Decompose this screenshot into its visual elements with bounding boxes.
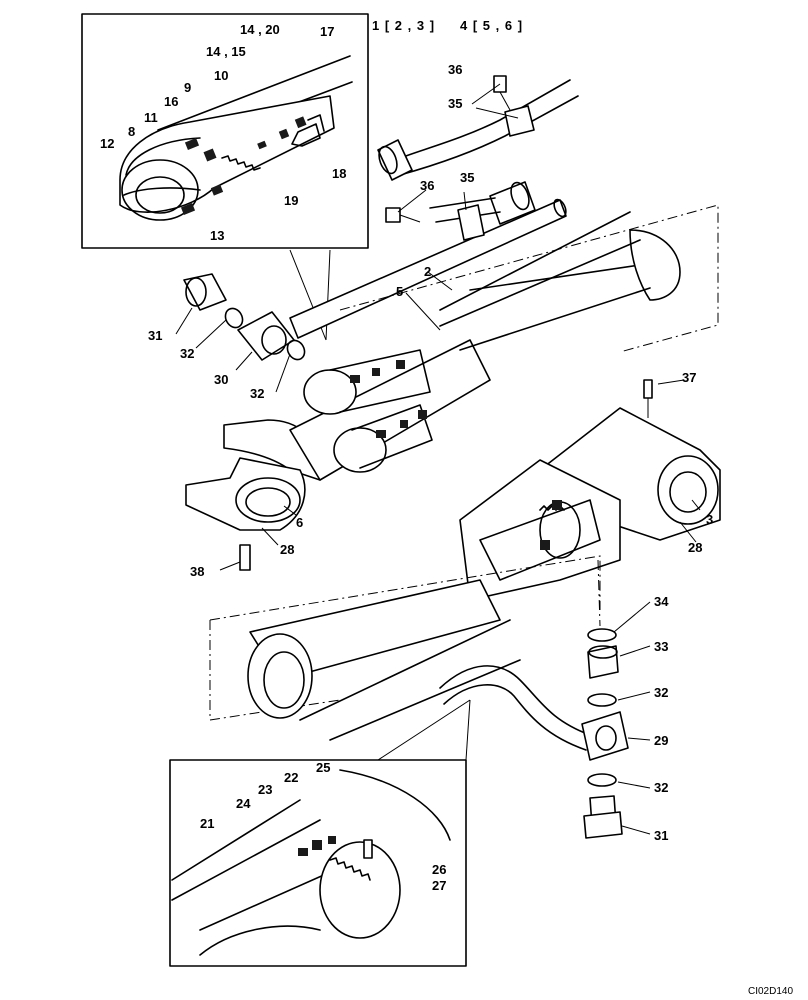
upper-hose-assembly — [377, 75, 579, 241]
callout-22: 22 — [284, 770, 298, 785]
callout-21: 21 — [200, 816, 214, 831]
callout-36-top: 36 — [448, 62, 462, 77]
callout-25: 25 — [316, 760, 330, 775]
callout-19: 19 — [284, 193, 298, 208]
callout-32-c: 32 — [654, 685, 668, 700]
callout-17: 17 — [320, 24, 334, 39]
callout-5: 5 — [396, 284, 403, 299]
callout-6: 6 — [296, 515, 303, 530]
callout-32-b: 32 — [250, 386, 264, 401]
callout-36-mid: 36 — [420, 178, 434, 193]
callout-27: 27 — [432, 878, 446, 893]
callout-32-a: 32 — [180, 346, 194, 361]
callout-30: 30 — [214, 372, 228, 387]
callout-35-mid: 35 — [460, 170, 474, 185]
cylinder-tube-upper — [339, 204, 719, 353]
fittings-right — [239, 544, 623, 839]
callout-26: 26 — [432, 862, 446, 877]
callout-14-20: 14 , 20 — [240, 22, 280, 37]
callout-14-15: 14 , 15 — [206, 44, 246, 59]
callout-10: 10 — [214, 68, 228, 83]
callout-28-right: 28 — [688, 540, 702, 555]
lower-hose-assembly — [439, 665, 629, 761]
callout-32-d: 32 — [654, 780, 668, 795]
fittings-left — [183, 273, 306, 361]
header-group-2: 4 [ 5 , 6 ] — [460, 18, 523, 33]
drawing-code: CI02D140 — [748, 986, 793, 997]
callout-3: 3 — [706, 512, 713, 527]
piston-rod-assembly — [185, 198, 567, 531]
callout-33: 33 — [654, 639, 668, 654]
callout-29: 29 — [654, 733, 668, 748]
callout-18: 18 — [332, 166, 346, 181]
callout-23: 23 — [258, 782, 272, 797]
callout-34: 34 — [654, 594, 669, 609]
callout-labels: 2 3 5 6 8 9 10 11 12 13 14 , 15 14 , 20 … — [100, 22, 713, 893]
header-group-1: 1 [ 2 , 3 ] — [372, 18, 435, 33]
callout-2: 2 — [424, 264, 431, 279]
callout-24: 24 — [236, 796, 251, 811]
leader-lines — [175, 83, 701, 835]
callout-16: 16 — [164, 94, 178, 109]
callout-37: 37 — [682, 370, 696, 385]
cylinder-head-assembly — [459, 379, 721, 601]
piston-rod-detail-inset — [81, 13, 369, 249]
callout-28-left: 28 — [280, 542, 294, 557]
callout-38: 38 — [190, 564, 204, 579]
callout-12: 12 — [100, 136, 114, 151]
callout-35-top: 35 — [448, 96, 462, 111]
cylinder-tube-lower — [209, 555, 601, 741]
callout-13: 13 — [210, 228, 224, 243]
callout-11: 11 — [144, 110, 158, 125]
callout-31-left: 31 — [148, 328, 162, 343]
callout-31-right: 31 — [654, 828, 668, 843]
callout-8: 8 — [128, 124, 135, 139]
callout-9: 9 — [184, 80, 191, 95]
cylinder-head-detail-inset — [169, 699, 471, 967]
